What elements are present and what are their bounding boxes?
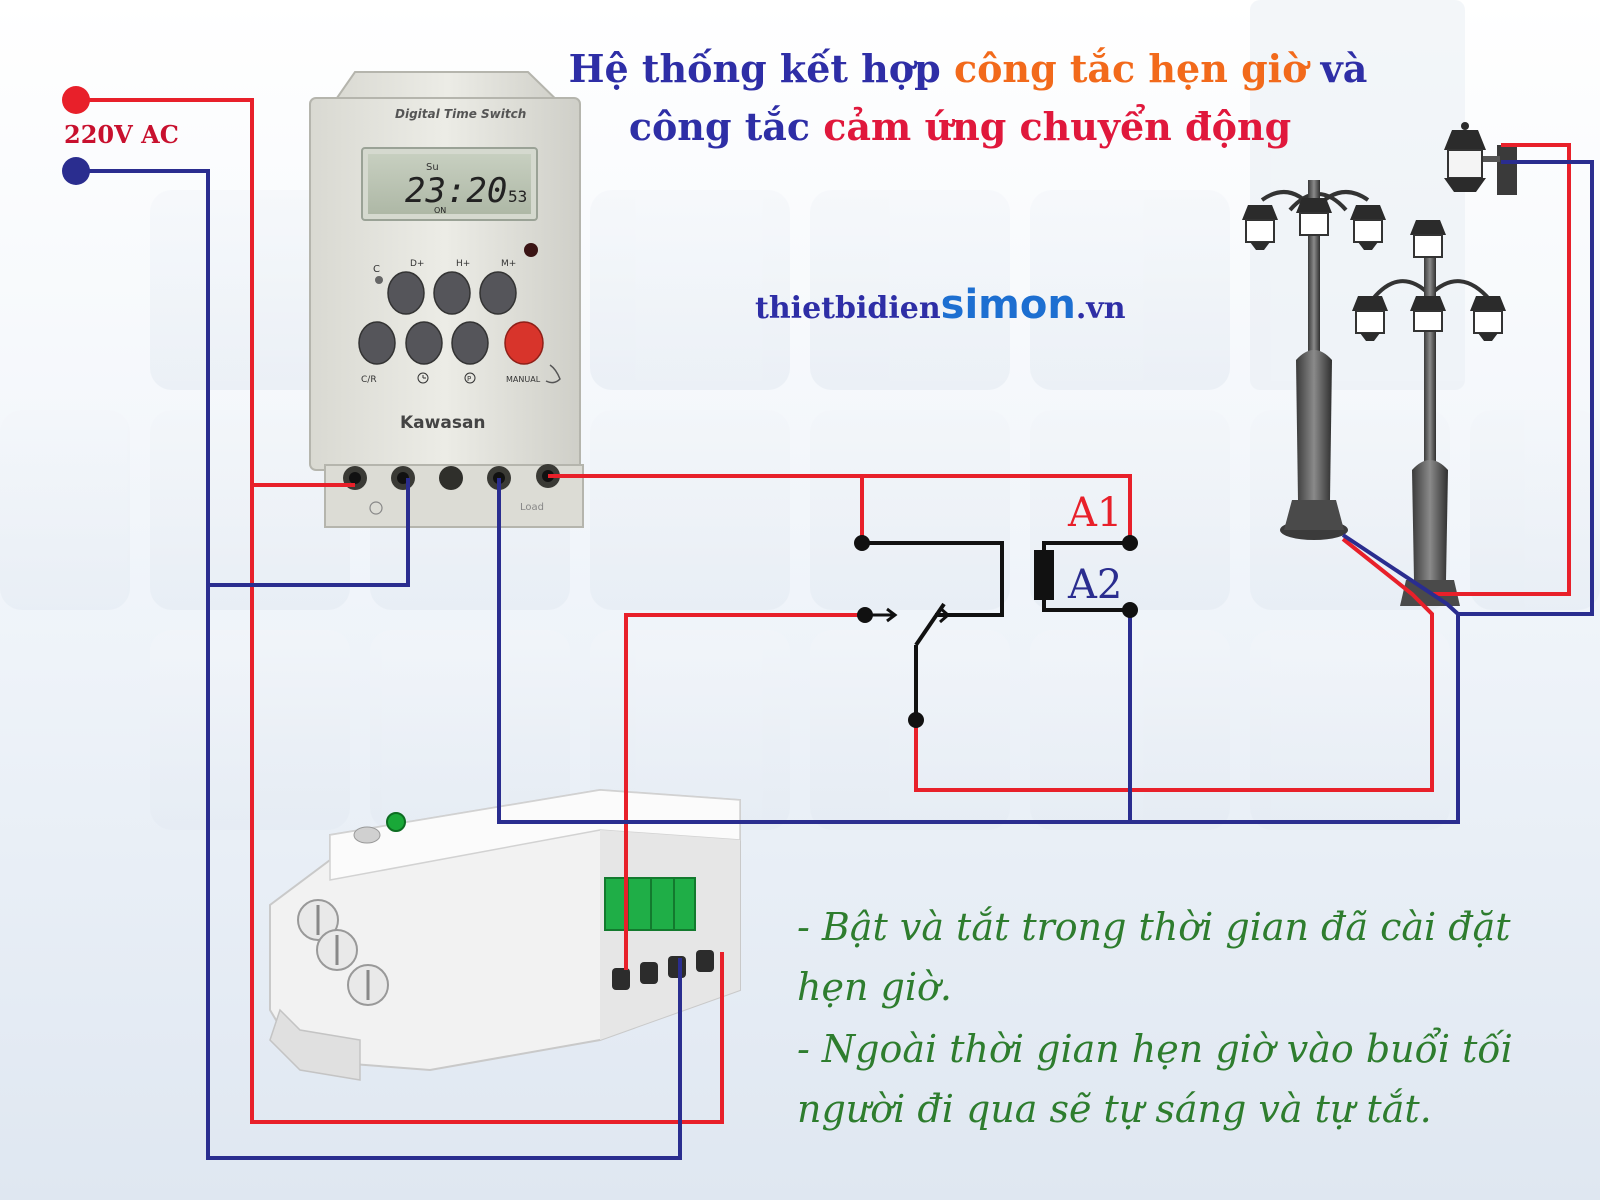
timer-status-led bbox=[524, 243, 538, 257]
note-line-1: - Bật và tắt trong thời gian đã cài đặt bbox=[797, 905, 1511, 949]
note-line-3: - Ngoài thời gian hẹn giờ vào buổi tối bbox=[797, 1027, 1513, 1071]
relay-common-line bbox=[862, 541, 1004, 617]
description-notes: - Bật và tắt trong thời gian đã cài đặt … bbox=[797, 905, 1513, 1131]
label-cr: C/R bbox=[361, 375, 377, 385]
website-part: thietbidien bbox=[755, 291, 941, 326]
lamp-post-2-icon bbox=[1352, 220, 1506, 606]
wire-neutral-to-timer bbox=[208, 478, 410, 587]
relay-coil bbox=[1034, 550, 1054, 600]
relay-nc-terminal bbox=[857, 607, 873, 623]
title-part: công tắc bbox=[629, 104, 823, 149]
relay-a1-terminal bbox=[1122, 535, 1138, 551]
wire-neutral-to-wall-lantern bbox=[1458, 160, 1594, 616]
hand-icon bbox=[545, 364, 561, 384]
lamp-post-1-icon bbox=[1242, 180, 1386, 540]
title-line-1: Hệ thống kết hợp công tắc hẹn giờ và bbox=[569, 46, 1368, 91]
timer-seconds: 53 bbox=[508, 187, 527, 206]
wire-out-to-wall-lantern bbox=[1432, 143, 1571, 596]
relay-switch-blade bbox=[914, 602, 946, 647]
program-icon: P bbox=[464, 372, 476, 384]
label-manual: MANUAL bbox=[506, 375, 541, 384]
timer-time: 23:20 bbox=[405, 171, 507, 211]
wire-timer-load-to-a1 bbox=[548, 474, 1132, 543]
button-m-plus[interactable] bbox=[479, 271, 517, 315]
title-part: và bbox=[1307, 46, 1367, 91]
digital-time-switch: Digital Time Switch Su 23:20 53 ON C D+ … bbox=[309, 71, 584, 528]
timer-brand: Kawasan bbox=[400, 413, 486, 433]
relay-contactor: A1 A2 bbox=[854, 490, 1138, 728]
clock-icon bbox=[417, 372, 429, 384]
relay-a1-label: A1 bbox=[1067, 490, 1122, 536]
button-d-plus[interactable] bbox=[387, 271, 425, 315]
relay-a2-label: A2 bbox=[1067, 562, 1122, 608]
wire-neutral-to-sensor bbox=[76, 169, 682, 1160]
note-line-4: người đi qua sẽ tự sáng và tự tắt. bbox=[797, 1087, 1432, 1131]
timer-on-indicator: ON bbox=[434, 206, 446, 215]
motion-sensor bbox=[269, 788, 741, 1081]
button-h-plus[interactable] bbox=[433, 271, 471, 315]
relay-com-terminal bbox=[854, 535, 870, 551]
label-m-plus: M+ bbox=[501, 259, 516, 269]
title-line-2: công tắc cảm ứng chuyển động bbox=[629, 104, 1291, 149]
title-highlight-timer: công tắc hẹn giờ bbox=[954, 46, 1311, 91]
sensor-dials bbox=[297, 899, 389, 1006]
button-cr[interactable] bbox=[358, 321, 396, 365]
relay-output-terminal bbox=[908, 712, 924, 728]
button-program[interactable] bbox=[451, 321, 489, 365]
wall-lantern-icon bbox=[1444, 122, 1517, 195]
simon-logo: simon bbox=[941, 282, 1076, 328]
note-line-2: hẹn giờ. bbox=[797, 965, 952, 1009]
street-lamps bbox=[1242, 122, 1517, 606]
wiring-red bbox=[76, 98, 1571, 1124]
power-supply: 220V AC bbox=[62, 86, 179, 185]
svg-text:P: P bbox=[467, 375, 471, 383]
timer-day: Su bbox=[426, 162, 439, 173]
website-label: thietbidiensimon.vn bbox=[755, 282, 1126, 328]
title-part: Hệ thống kết hợp bbox=[569, 46, 954, 91]
ac-symbol-icon bbox=[369, 501, 383, 515]
wire-relay-out-to-lamp1 bbox=[914, 537, 1434, 792]
title-highlight-motion: cảm ứng chuyển động bbox=[823, 104, 1291, 149]
button-manual[interactable] bbox=[504, 321, 544, 365]
label-d-plus: D+ bbox=[410, 259, 424, 269]
supply-label: 220V AC bbox=[64, 120, 179, 149]
wire-sensor-to-relay-nc bbox=[624, 613, 865, 970]
website-part: .vn bbox=[1076, 291, 1126, 326]
wiring-blue bbox=[76, 160, 1594, 1160]
wire-live-to-sensor bbox=[250, 485, 724, 1124]
wire-timer-neutral-to-lamp bbox=[497, 478, 1460, 824]
timer-header: Digital Time Switch bbox=[395, 107, 526, 121]
label-h-plus: H+ bbox=[456, 259, 470, 269]
wire-live-to-timer bbox=[76, 98, 355, 487]
timer-buttons: C D+ H+ M+ C/R P MANUAL bbox=[358, 259, 561, 385]
sensor-led bbox=[386, 812, 406, 832]
button-clock[interactable] bbox=[405, 321, 443, 365]
button-c[interactable] bbox=[375, 276, 383, 284]
label-c: C bbox=[373, 264, 380, 275]
relay-a2-terminal bbox=[1122, 602, 1138, 618]
timer-load-label: Load bbox=[520, 502, 544, 513]
